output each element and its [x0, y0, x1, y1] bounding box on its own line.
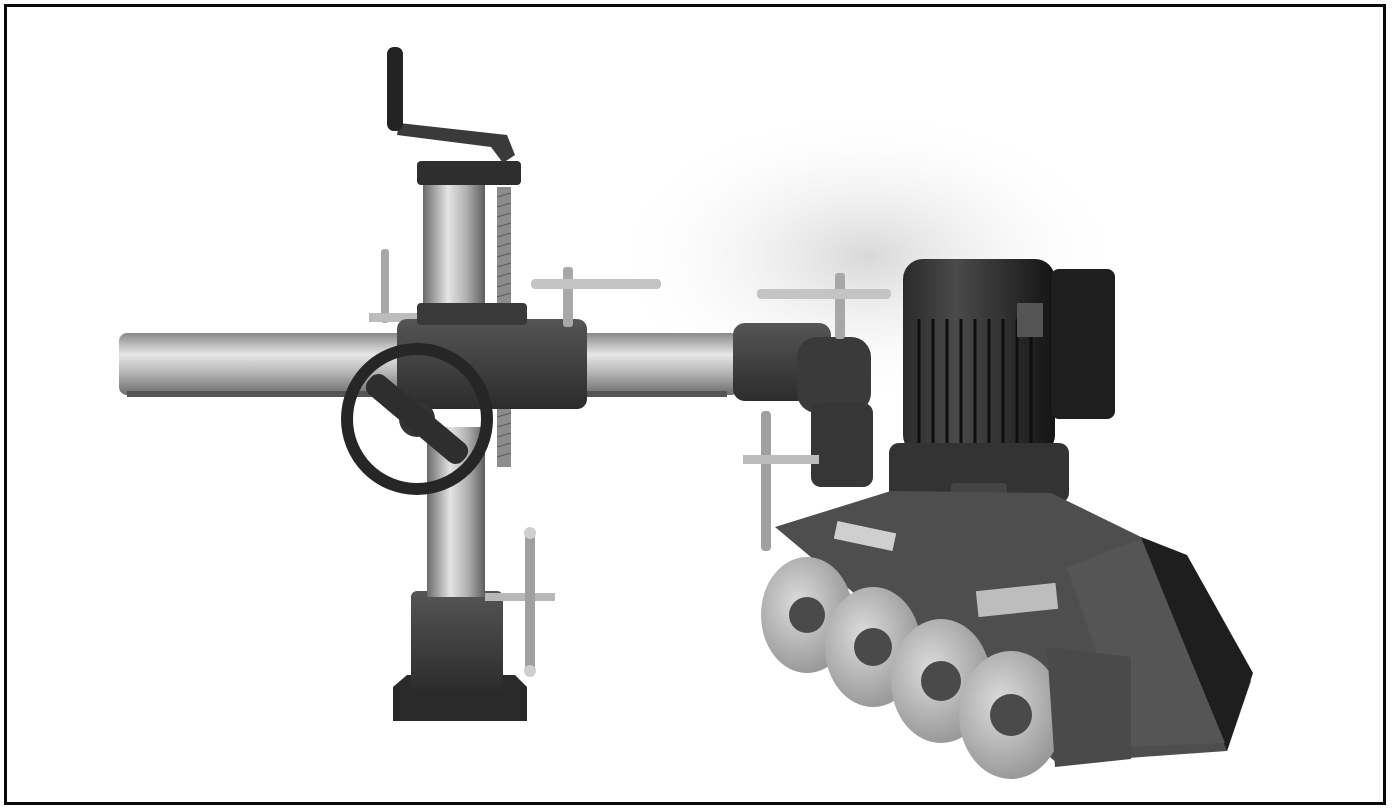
elbow-joint [797, 337, 871, 413]
crank-handle [387, 47, 403, 131]
cross-housing [397, 319, 587, 409]
motor-junction-box [1051, 269, 1115, 419]
base-sleeve [411, 591, 503, 691]
feed-rollers [761, 557, 1063, 779]
crank-arm [397, 123, 515, 163]
upper-column [423, 177, 485, 327]
power-feeder-photo [119, 47, 1253, 779]
top-cap [417, 161, 521, 185]
image-frame [4, 4, 1386, 805]
handwheel [341, 343, 493, 495]
